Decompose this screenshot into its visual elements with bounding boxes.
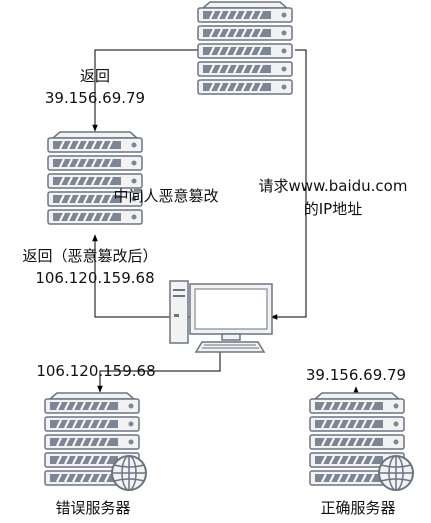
globe-icon [378, 455, 414, 491]
request-label-line2: 的IP地址 [304, 200, 362, 218]
wrong-server [44, 392, 147, 491]
globe-icon [111, 455, 147, 491]
correct-server-ip-label: 39.156.69.79 [306, 366, 406, 384]
tamper-server [47, 131, 143, 225]
correct-server-name: 正确服务器 [320, 499, 395, 517]
client-computer [169, 280, 273, 353]
return-label: 返回 [80, 67, 110, 85]
return-tampered-label: 返回（恶意篡改后） [22, 247, 157, 265]
correct-server [309, 392, 414, 491]
connectors [92, 49, 359, 394]
wrong-server-name: 错误服务器 [55, 499, 130, 517]
arrow-dns-to-tamper [92, 49, 198, 132]
arrow-tamper-to-client [92, 234, 197, 318]
arrow-request-line [270, 49, 307, 320]
return-tampered-ip-label: 106.120.159.68 [35, 269, 154, 287]
arrow-client-to-wrong-server [97, 350, 221, 393]
dns-server [197, 1, 293, 95]
return-ip-label: 39.156.69.79 [45, 89, 145, 107]
tamper-label: 中间人恶意篡改 [113, 187, 218, 205]
wrong-server-ip-label: 106.120.159.68 [36, 362, 155, 380]
request-label-line1: 请求www.baidu.com [259, 177, 408, 195]
